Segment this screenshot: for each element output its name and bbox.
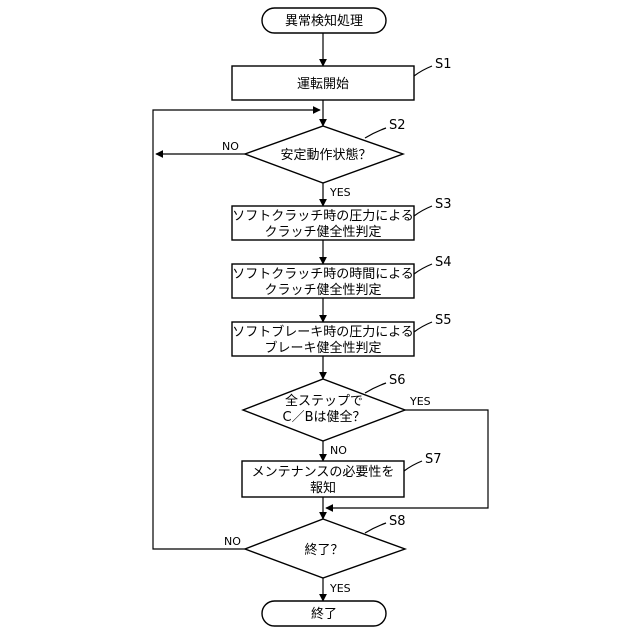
s4-label-line1: ソフトクラッチ時の時間による — [232, 267, 414, 282]
s2-no-label: NO — [222, 140, 239, 153]
end-label: 終了 — [311, 606, 337, 622]
s6-yes-label: YES — [409, 395, 431, 408]
s5-step-label: S5 — [435, 313, 452, 328]
s7-leader — [404, 461, 422, 471]
s3-leader — [414, 206, 432, 216]
s8-step-label: S8 — [389, 514, 406, 529]
s2-yes-label: YES — [329, 186, 351, 199]
s6-no-label: NO — [330, 444, 347, 457]
s8-label: 終了？ — [304, 542, 343, 558]
s3-label-line1: ソフトクラッチ時の圧力による — [232, 209, 414, 224]
s8-yes-label: YES — [329, 582, 351, 595]
s2-step-label: S2 — [389, 118, 406, 133]
s5-leader — [414, 322, 432, 332]
s6-label-line2: C／Bは健全？ — [283, 409, 366, 425]
s4-label-line2: クラッチ健全性判定 — [264, 282, 381, 298]
s5-label-line2: ブレーキ健全性判定 — [264, 340, 381, 356]
s6-step-label: S6 — [389, 373, 406, 388]
s8-no-label: NO — [224, 535, 241, 548]
start-label: 異常検知処理 — [285, 13, 363, 29]
s3-label-line2: クラッチ健全性判定 — [264, 224, 381, 240]
s2-leader — [365, 128, 386, 138]
s7-label-line2: 報知 — [310, 480, 336, 496]
s7-label-line1: メンテナンスの必要性を — [252, 465, 395, 480]
s2-label: 安定動作状態？ — [280, 147, 371, 163]
s1-label: 運転開始 — [297, 77, 349, 92]
s7-step-label: S7 — [425, 452, 442, 467]
s4-step-label: S4 — [435, 255, 452, 270]
s1-leader — [414, 66, 432, 76]
s8-leader — [365, 523, 386, 533]
s5-label-line1: ソフトブレーキ時の圧力による — [232, 324, 414, 340]
s3-step-label: S3 — [435, 197, 452, 212]
s6-label-line1: 全ステップで — [285, 393, 363, 409]
s1-step-label: S1 — [435, 57, 452, 72]
s4-leader — [414, 264, 432, 274]
s6-leader — [365, 383, 386, 393]
